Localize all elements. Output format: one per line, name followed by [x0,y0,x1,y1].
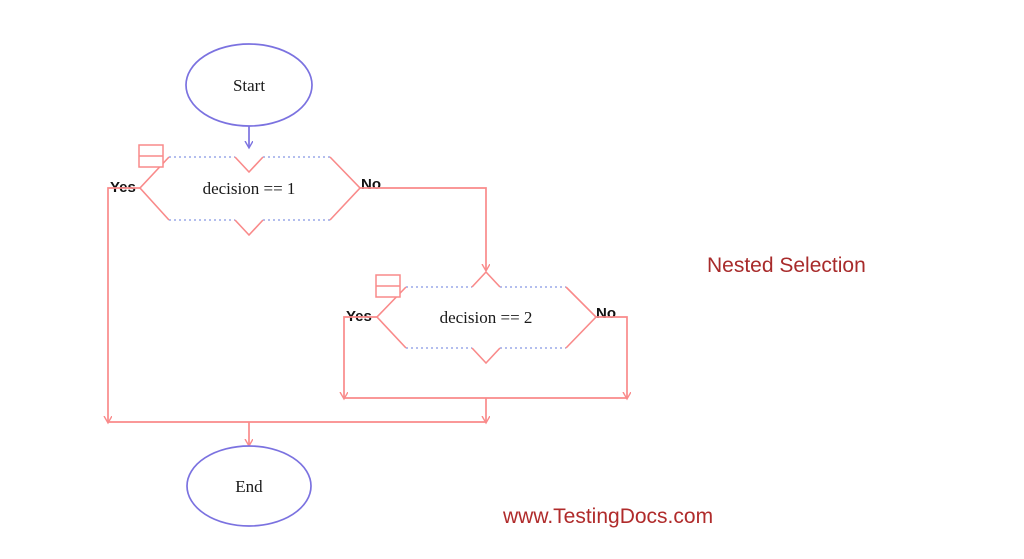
edge-decision1-yes [108,187,140,422]
edge-decision2-yes [344,316,377,398]
decision1-top-notch [234,156,264,174]
decision1-label: decision == 1 [203,179,296,198]
decision1-bottom-notch [234,219,264,237]
table-marker-icon [375,274,401,298]
node-start[interactable]: Start [185,43,313,127]
decision2-label: decision == 2 [440,308,533,327]
start-label: Start [233,76,265,95]
decision2-no-label: No [596,305,616,322]
end-ellipse-shape [186,445,312,527]
decision2-bottom-notch [471,347,501,365]
site-watermark: www.TestingDocs.com [502,505,713,528]
decision1-right-wedge [329,156,362,221]
diagram-title-annotation: Nested Selection [707,254,866,277]
node-end[interactable]: End [186,445,312,527]
node-decision1[interactable]: decision == 1 [138,156,362,237]
node-decision2[interactable]: decision == 2 [375,270,598,365]
end-label: End [235,477,263,496]
decision2-right-wedge [565,286,598,349]
edge-decision2-no [596,316,627,398]
edge-decision1-no [360,187,486,270]
decision2-top-notch [471,270,501,288]
decision1-no-label: No [361,176,381,193]
table-marker-icon [138,144,164,168]
